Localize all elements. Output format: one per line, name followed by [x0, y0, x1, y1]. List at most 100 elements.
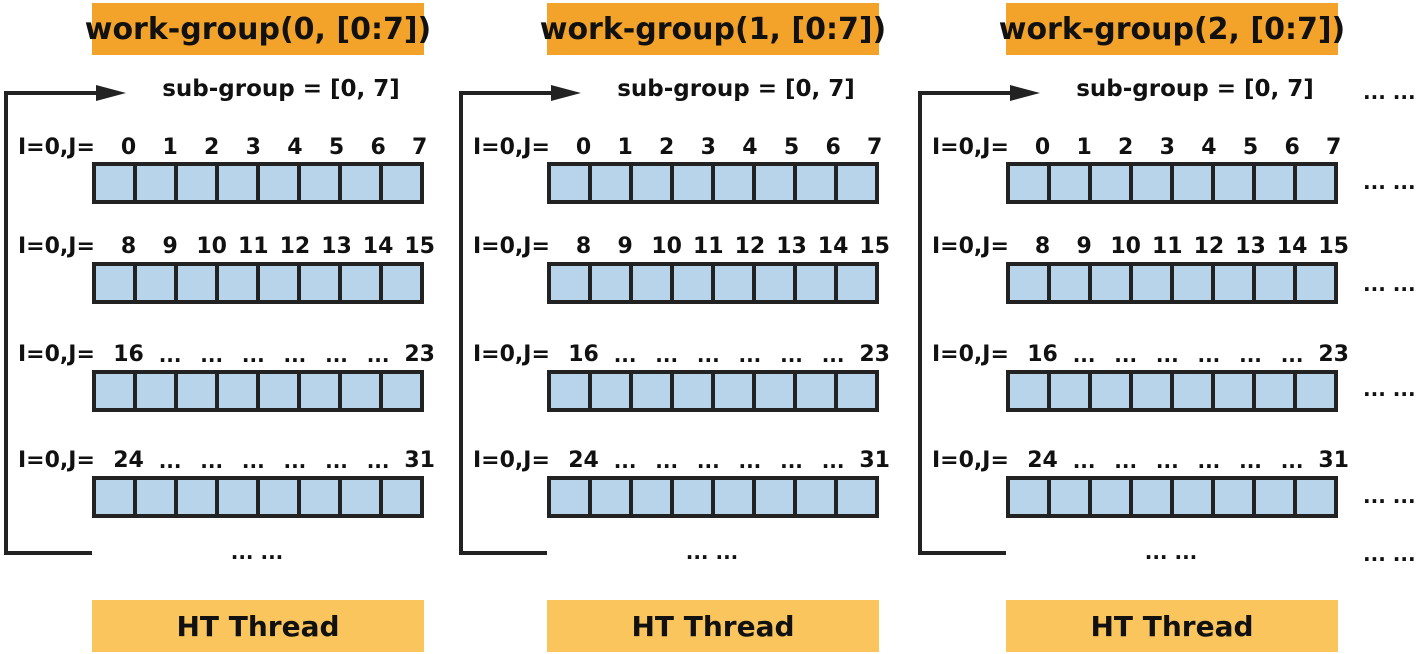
work-item-index: ... [1114, 343, 1138, 367]
lane-cell [670, 374, 711, 408]
lane-cell [1010, 266, 1047, 300]
work-item-index: ... [366, 343, 390, 367]
work-item-index: 6 [825, 135, 841, 160]
lane-cell [793, 266, 834, 300]
work-item-index: 11 [1151, 234, 1183, 259]
work-item-index: 5 [328, 135, 345, 160]
work-item-index: 11 [237, 234, 269, 259]
work-item-index: ... [241, 449, 265, 473]
work-item-index: 14 [817, 234, 849, 259]
lane-cell [215, 266, 256, 300]
work-item-index: 8 [1034, 234, 1051, 259]
lane-cell [256, 166, 297, 200]
work-item-index: 10 [196, 234, 227, 259]
lane-cell [711, 374, 752, 408]
lane-cell [1252, 480, 1293, 514]
work-item-index: 23 [404, 342, 435, 367]
continuation-ellipsis: ... ... [1363, 170, 1416, 194]
work-item-index: 31 [859, 448, 890, 473]
work-item-index: ... [655, 343, 679, 367]
lane-cell [1047, 374, 1088, 408]
work-item-index: ... [325, 343, 348, 367]
work-item-index: 1 [1076, 135, 1092, 160]
work-item-index: 14 [362, 234, 394, 259]
work-item-index: ... [1072, 343, 1096, 367]
sub-group-lanes [547, 476, 879, 518]
lane-cell [1088, 480, 1129, 514]
lane-cell [215, 166, 256, 200]
work-item-index: ... [1197, 449, 1221, 473]
sub-group-lanes [1006, 162, 1338, 204]
lane-cell [629, 480, 670, 514]
work-item-index: 4 [1201, 135, 1217, 160]
work-item-index: 9 [617, 234, 633, 259]
sub-group-lanes [1006, 262, 1338, 304]
work-item-index: 13 [776, 234, 807, 259]
continuation-ellipsis: ... ... [1363, 542, 1416, 566]
lane-cell [588, 266, 629, 300]
work-item-index: ... [283, 449, 307, 473]
work-item-index: ... [241, 343, 265, 367]
lane-cell [96, 480, 133, 514]
loop-arrow-line [4, 91, 104, 555]
lane-cell [670, 480, 711, 514]
lane-cell [551, 480, 588, 514]
lane-cell [629, 266, 670, 300]
work-item-index: 3 [1159, 135, 1175, 160]
work-item-index: 24 [568, 448, 599, 473]
work-item-index: 16 [568, 342, 599, 367]
lane-cell [379, 480, 420, 514]
work-item-index: 7 [1326, 135, 1342, 160]
loop-arrow [918, 85, 1040, 555]
lane-cell [1211, 166, 1252, 200]
lane-cell [834, 166, 875, 200]
continuation-ellipsis: ... ... [1363, 272, 1416, 296]
lane-cell [752, 480, 793, 514]
lane-cell [793, 374, 834, 408]
lane-cell [551, 166, 588, 200]
continuation-ellipsis: ... ... [1363, 484, 1416, 508]
lane-cell [1293, 266, 1334, 300]
loop-arrow [4, 85, 126, 555]
lane-cell [629, 166, 670, 200]
row-index-prefix: I=0,J= [932, 342, 1009, 367]
lane-cell [297, 480, 338, 514]
lane-cell [1010, 480, 1047, 514]
loop-arrow-line [459, 91, 559, 555]
lane-cell [752, 166, 793, 200]
work-group-column: work-group(2, [0:7])sub-group = [0, 7]I=… [918, 0, 1421, 654]
work-item-index: 24 [1027, 448, 1058, 473]
work-item-index: 10 [651, 234, 682, 259]
work-item-index: ... [1197, 343, 1221, 367]
lane-cell [752, 374, 793, 408]
lane-cell [551, 266, 588, 300]
row-index-values: 24..................31 [1022, 446, 1355, 476]
lane-cell [1170, 480, 1211, 514]
work-item-index: 23 [859, 342, 890, 367]
sub-group-lanes [1006, 370, 1338, 412]
work-item-index: 15 [859, 234, 890, 259]
lane-cell [1170, 166, 1211, 200]
lane-cell [1293, 480, 1334, 514]
lane-cell [1170, 374, 1211, 408]
lane-cell [1047, 166, 1088, 200]
work-item-index: ... [1239, 343, 1262, 367]
lane-cell [793, 480, 834, 514]
lane-cell [174, 374, 215, 408]
work-item-index: ... [283, 343, 307, 367]
work-item-index: ... [1155, 343, 1179, 367]
work-item-index: 2 [204, 135, 220, 160]
sub-group-lanes [92, 262, 424, 304]
lane-cell [297, 374, 338, 408]
work-item-index: 2 [659, 135, 675, 160]
lane-cell [133, 166, 174, 200]
work-item-index: ... [821, 343, 845, 367]
lane-cell [834, 266, 875, 300]
lane-cell [1170, 266, 1211, 300]
work-item-index: 0 [1034, 135, 1051, 160]
lane-cell [1211, 266, 1252, 300]
row-index-prefix: I=0,J= [18, 135, 95, 160]
work-item-index: 3 [245, 135, 261, 160]
lane-cell [379, 166, 420, 200]
